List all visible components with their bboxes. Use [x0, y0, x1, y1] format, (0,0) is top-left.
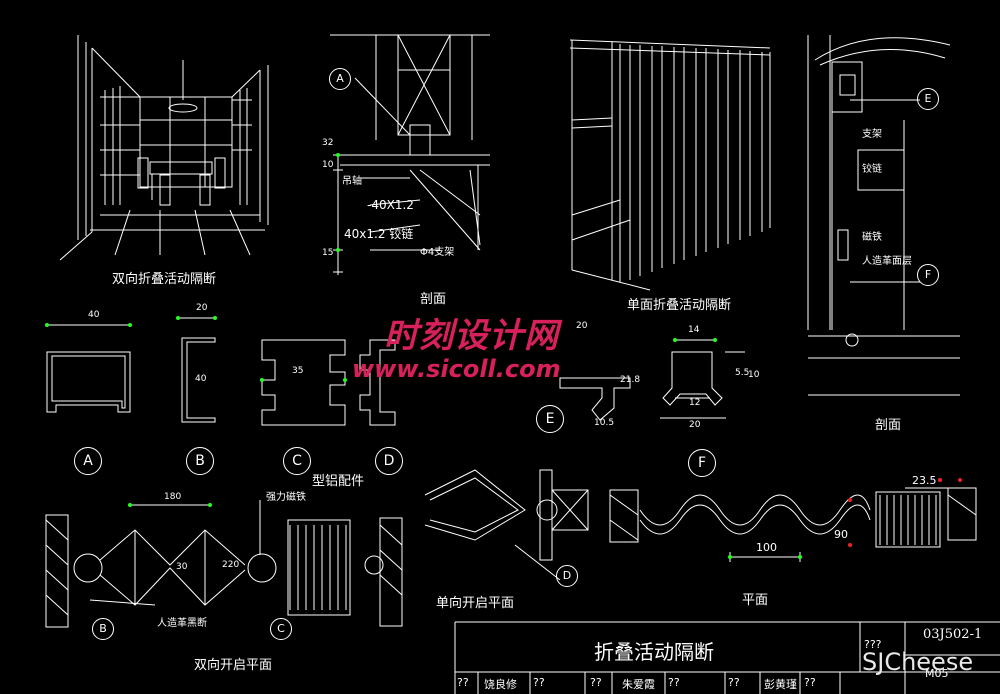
callout-b: B [186, 447, 214, 475]
dim-32: 32 [322, 138, 334, 148]
tb-cell-4: 朱爱霞 [622, 678, 655, 691]
label-section-top: 剖面 [420, 292, 447, 307]
note-magnet: 磁铁 [862, 232, 882, 243]
dim-f12: 12 [689, 398, 701, 408]
dim-c35: 35 [292, 366, 304, 376]
label-aluminum-parts: 型铝配件 [312, 474, 365, 489]
dim-10: 10 [322, 160, 334, 170]
double-folding-perspective [59, 35, 269, 261]
callout-b-small: B [92, 618, 114, 640]
label-single-face-folding: 单面折叠活动隔断 [627, 298, 732, 313]
single-face-folding-perspective [569, 39, 771, 291]
title-block-frame [454, 621, 1000, 694]
watermark-url: www.sicoll.com [352, 355, 561, 383]
callout-e: E [536, 405, 564, 433]
watermark-title: 时刻设计网 [384, 316, 559, 356]
label-double-folding: 双向折叠活动隔断 [112, 272, 217, 287]
callout-f-small: F [917, 264, 939, 286]
dim-e218: 21.8 [620, 375, 641, 385]
dim-f10: 10 [748, 370, 760, 380]
plan-view [609, 487, 977, 562]
red-markers [848, 478, 962, 547]
note-rod: Φ4支架 [420, 247, 455, 258]
dim-a40: 40 [88, 310, 100, 320]
dim-p30: 30 [176, 562, 188, 572]
drawing-title: 折叠活动隔断 [594, 640, 714, 664]
note-finish: 人造革面层 [862, 256, 912, 267]
callout-c-small: C [270, 618, 292, 640]
note-leather: 人造革黑断 [157, 618, 207, 629]
tb-cell-7: ?? [728, 676, 740, 689]
callout-a-small: A [329, 68, 351, 90]
dim-p220: 220 [222, 560, 240, 570]
tb-cell-3: ?? [590, 676, 602, 689]
callout-d-small: D [556, 565, 578, 587]
note-plate1: -40X1.2 [367, 198, 414, 212]
tb-cell-5: ?? [668, 676, 680, 689]
dim-f14: 14 [688, 325, 700, 335]
tb-cell-1: 饶良修 [484, 678, 517, 691]
tb-cell-2: ?? [533, 676, 545, 689]
aluminum-profiles [46, 317, 745, 426]
drawing-code: 03J502-1 [923, 627, 983, 642]
callout-c: C [283, 447, 311, 475]
dim-plan90: 90 [834, 528, 848, 541]
tb-cell-0: ?? [457, 676, 469, 689]
note-plate2: 40x1.2 铰链 [344, 227, 414, 241]
tb-cell-8: ?? [804, 676, 816, 689]
label-section-right: 剖面 [875, 418, 902, 433]
dim-plan235: 23.5 [912, 474, 937, 487]
dim-b40: 40 [195, 374, 207, 384]
callout-e-small: E [917, 88, 939, 110]
dim-15: 15 [322, 248, 334, 258]
single-open-plan [424, 469, 589, 581]
label-single-open-plan: 单向开启平面 [436, 596, 515, 611]
page-number: M05 [925, 667, 949, 680]
dim-e105: 10.5 [594, 418, 615, 428]
label-double-open-plan: 双向开启平面 [194, 658, 273, 673]
dim-b20: 20 [196, 303, 208, 313]
dim-e20: 20 [576, 321, 588, 331]
dimension-markers [45, 153, 802, 559]
callout-d: D [375, 447, 403, 475]
brand-watermark: SJCheese [862, 648, 974, 676]
note-strong-magnet: 强力磁铁 [266, 492, 306, 503]
callout-f: F [688, 449, 716, 477]
note-hinge: 铰链 [862, 164, 882, 175]
callout-a: A [74, 447, 102, 475]
tb-cell-6: 彭黄瑾 [764, 678, 797, 691]
right-section-detail [807, 35, 960, 396]
dim-f20: 20 [689, 420, 701, 430]
double-open-plan [45, 500, 403, 628]
note-hanger: 吊轴 [342, 176, 362, 187]
top-section-detail [330, 34, 490, 275]
label-plan: 平面 [742, 593, 769, 608]
dim-f55: 5.5 [735, 368, 750, 378]
title-block-q: ??? [864, 638, 882, 651]
dim-plan100: 100 [756, 541, 777, 554]
dim-p180: 180 [164, 492, 182, 502]
note-bracket: 支架 [862, 129, 882, 140]
